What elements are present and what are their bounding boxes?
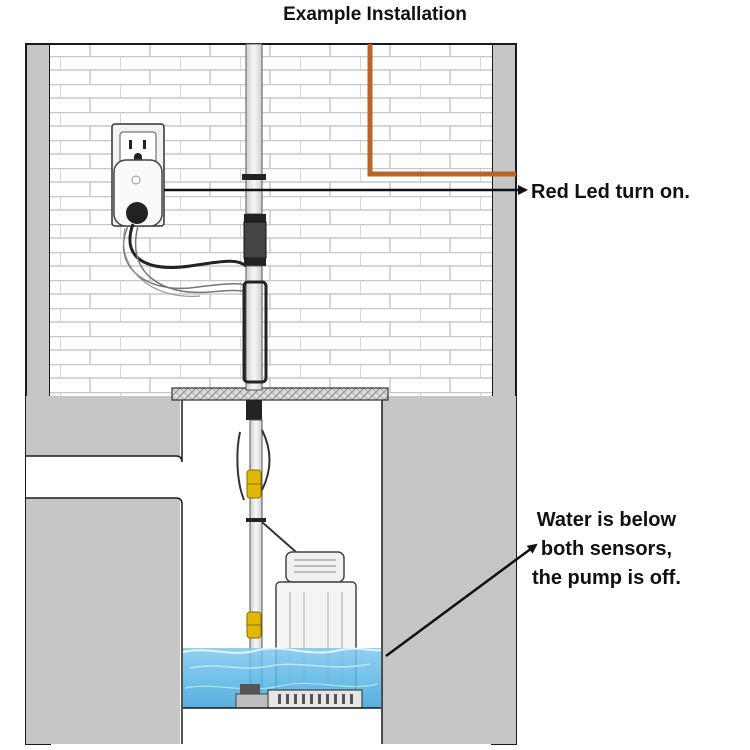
footing-left: [26, 498, 180, 744]
floor-slab-right: [382, 396, 516, 744]
water-callout-text: Water is below both sensors, the pump is…: [532, 506, 681, 593]
water-callout-arrow: [385, 543, 538, 658]
controller-cable: [128, 223, 252, 380]
discharge-pipe: [242, 43, 268, 391]
pump-base: [235, 684, 363, 709]
water-callout-line: the pump is off.: [532, 567, 681, 589]
upper-float-sensor-icon: [246, 469, 262, 499]
sump-lid: [171, 387, 389, 401]
lower-float-sensor-icon: [246, 611, 262, 639]
copper-pipe: [367, 44, 516, 177]
pump-controller-icon: [113, 159, 163, 227]
floor-slab-left: [26, 396, 180, 456]
led-callout-text: Red Led turn on.: [531, 181, 690, 203]
diagram-title: Example Installation: [283, 4, 467, 25]
check-valve: [243, 221, 267, 259]
water-callout-line: Water is below: [536, 509, 677, 531]
water-callout-line: both sensors,: [540, 538, 673, 560]
